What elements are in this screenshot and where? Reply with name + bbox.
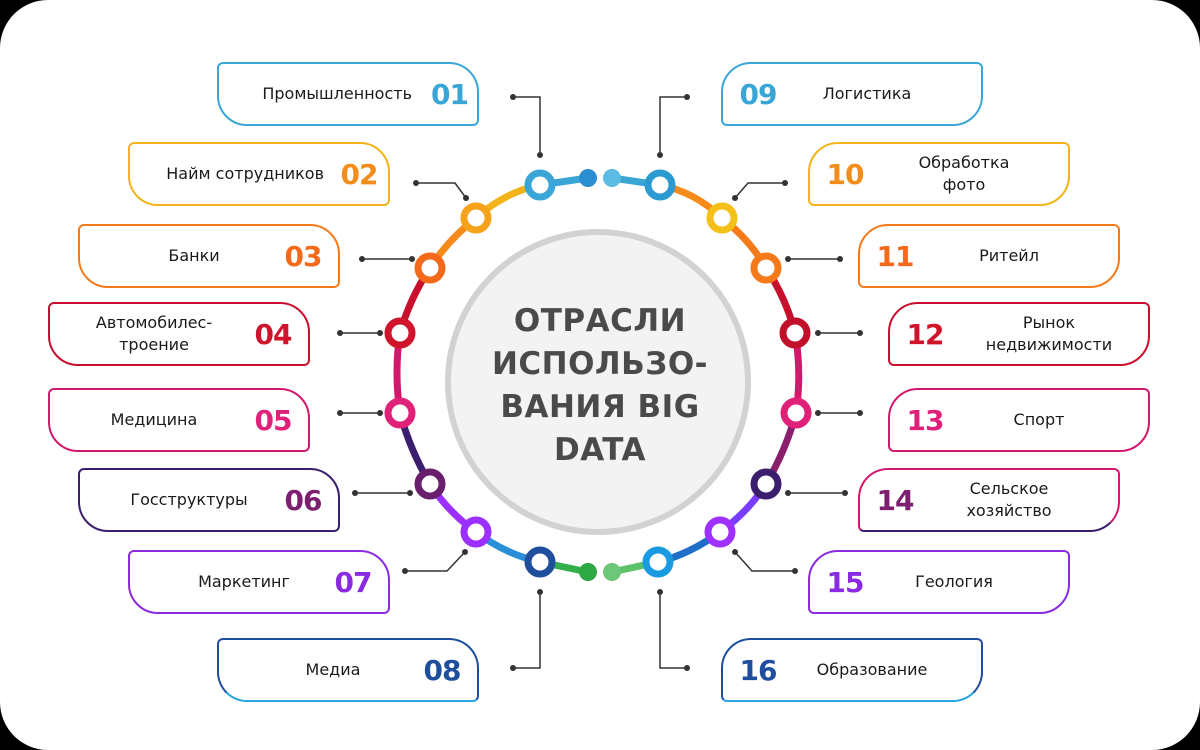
industry-label: Логистика (822, 84, 912, 103)
industry-box-01: Промышленность 01 (217, 62, 479, 126)
industry-number: 05 (254, 403, 293, 437)
industry-label: Медиа (305, 660, 361, 679)
industry-box-08: Медиа 08 (217, 638, 479, 702)
industry-box-03: Банки 03 (78, 224, 340, 288)
industry-box-12: 12 Рынок недвижимости (888, 302, 1150, 366)
industry-number: 02 (340, 157, 379, 191)
node-12 (779, 317, 811, 349)
industry-label: Госструктуры (130, 490, 248, 509)
industry-label: Банки (168, 246, 220, 265)
industry-box-13: 13 Спорт (888, 388, 1150, 452)
industry-label: Медицина (110, 410, 198, 429)
industry-number: 16 (739, 653, 778, 687)
node-05 (384, 397, 416, 429)
node-09 (644, 169, 676, 201)
node-16 (642, 546, 674, 578)
center-circle (445, 229, 751, 535)
industry-label: Спорт (1013, 410, 1065, 429)
industry-label: Сельское хозяйство (966, 479, 1052, 520)
industry-box-02: Найм сотрудников 02 (128, 142, 390, 206)
node-14 (750, 468, 782, 500)
industry-number: 10 (826, 157, 865, 191)
industry-label: Ритейл (979, 246, 1039, 265)
node-15 (704, 516, 736, 548)
center-title: ОТРАСЛИ ИСПОЛЬЗО- ВАНИЯ BIG DATA (491, 303, 709, 468)
industry-number: 07 (334, 565, 373, 599)
node-08 (524, 546, 556, 578)
node-02 (460, 202, 492, 234)
industry-number: 01 (431, 77, 469, 111)
node-04 (384, 317, 416, 349)
node-11 (750, 252, 782, 284)
industry-label: Найм сотрудников (166, 164, 324, 183)
node-01 (524, 169, 556, 201)
industry-number: 03 (284, 239, 323, 273)
industry-number: 04 (254, 317, 293, 351)
industry-number: 15 (826, 565, 865, 599)
industry-box-04: Автомобилес- троение 04 (48, 302, 310, 366)
industry-label: Автомобилес- троение (95, 313, 213, 354)
industry-label: Рынок недвижимости (985, 313, 1113, 354)
industry-box-09: 09 Логистика (721, 62, 983, 126)
industry-box-10: 10 Обработка фото (808, 142, 1070, 206)
industry-number: 14 (876, 483, 915, 517)
industry-label: Промышленность (262, 84, 412, 103)
industry-box-16: 16 Образование (721, 638, 983, 702)
industry-number: 08 (423, 653, 462, 687)
node-06 (414, 468, 446, 500)
industry-box-11: 11 Ритейл (858, 224, 1120, 288)
industry-label: Обработка фото (918, 153, 1010, 194)
industry-box-06: Госструктуры 06 (78, 468, 340, 532)
node-07 (460, 516, 492, 548)
industry-box-07: Маркетинг 07 (128, 550, 390, 614)
industry-box-05: Медицина 05 (48, 388, 310, 452)
industry-number: 12 (906, 317, 945, 351)
industry-label: Геология (915, 572, 993, 591)
industry-label: Образование (816, 660, 928, 679)
industry-label: Маркетинг (198, 572, 290, 591)
industry-number: 09 (739, 77, 778, 111)
industry-number: 11 (876, 239, 915, 273)
node-13 (780, 397, 812, 429)
node-03 (414, 252, 446, 284)
industry-number: 06 (284, 483, 323, 517)
node-10 (706, 202, 738, 234)
industry-box-14: 14 Сельское хозяйство (858, 468, 1120, 532)
industry-box-15: 15 Геология (808, 550, 1070, 614)
industry-number: 13 (906, 403, 945, 437)
